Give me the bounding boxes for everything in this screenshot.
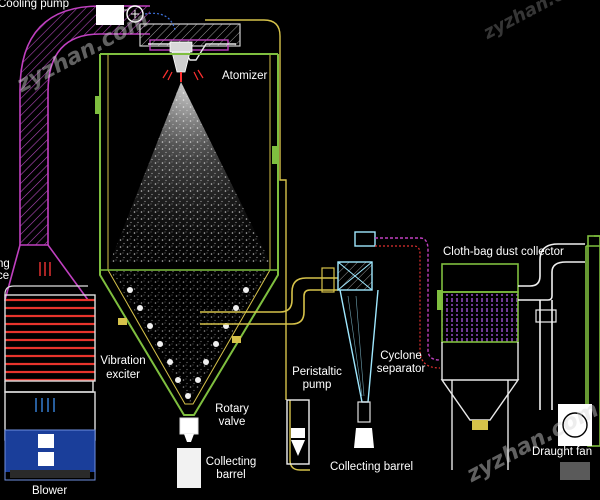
hot-air-duct — [3, 5, 150, 301]
rotary-valve-label-line-1: Rotary — [215, 403, 249, 415]
collecting-barrel-left-label-line-2: barrel — [216, 469, 246, 481]
peristaltic-pump — [286, 399, 310, 465]
intake-wave-marks — [35, 398, 55, 412]
atomizer-spray-marks — [162, 69, 204, 81]
rotary-valve-label-line-2: valve — [218, 416, 246, 428]
collecting-barrel-left — [177, 448, 201, 488]
draught-fan — [558, 404, 592, 480]
draught-fan-label: Draught fan — [532, 446, 593, 458]
exhaust-pipe — [200, 267, 338, 325]
cyclone-separator — [337, 231, 379, 448]
heater-label-fragment-1: ng — [0, 258, 10, 270]
cyclone-separator-label-line-1: Cyclone — [380, 350, 422, 362]
blower-label: Blower — [32, 485, 68, 497]
fan-duct — [518, 243, 585, 410]
vibration-exciter-label-line-2: exciter — [106, 369, 140, 381]
cyclone-outlet-duct — [375, 237, 441, 369]
drying-chamber — [95, 53, 279, 416]
cyclone-separator-label-line-2: separator — [376, 363, 426, 375]
peristaltic-pump-label-line-2: pump — [302, 379, 332, 391]
cooling-pump — [96, 5, 176, 31]
cooling-pump-label: Cooling pump — [0, 0, 69, 10]
heat-wave-marks — [39, 262, 51, 276]
atomizer-unit — [162, 41, 204, 82]
cloth-bag-dust-collector-label: Cloth-bag dust collector — [443, 246, 564, 258]
heater-label-fragment-2: ce — [0, 270, 10, 282]
vibration-exciter-left — [118, 318, 127, 325]
cone-particles — [127, 287, 249, 399]
vibration-exciter-label-line-1: Vibration — [100, 355, 146, 367]
feed-line — [205, 19, 310, 471]
rotary-valve — [179, 417, 199, 442]
blower — [4, 429, 96, 481]
atomizer-label: Atomizer — [222, 70, 268, 82]
peristaltic-pump-label-line-1: Peristaltic — [292, 366, 342, 378]
air-heater — [4, 285, 96, 441]
vibration-exciter-right — [232, 336, 241, 343]
collecting-barrel-left-label-line-1: Collecting — [205, 456, 257, 468]
bag-dust-collector — [437, 263, 520, 470]
collecting-barrel-right-label: Collecting barrel — [330, 461, 414, 473]
